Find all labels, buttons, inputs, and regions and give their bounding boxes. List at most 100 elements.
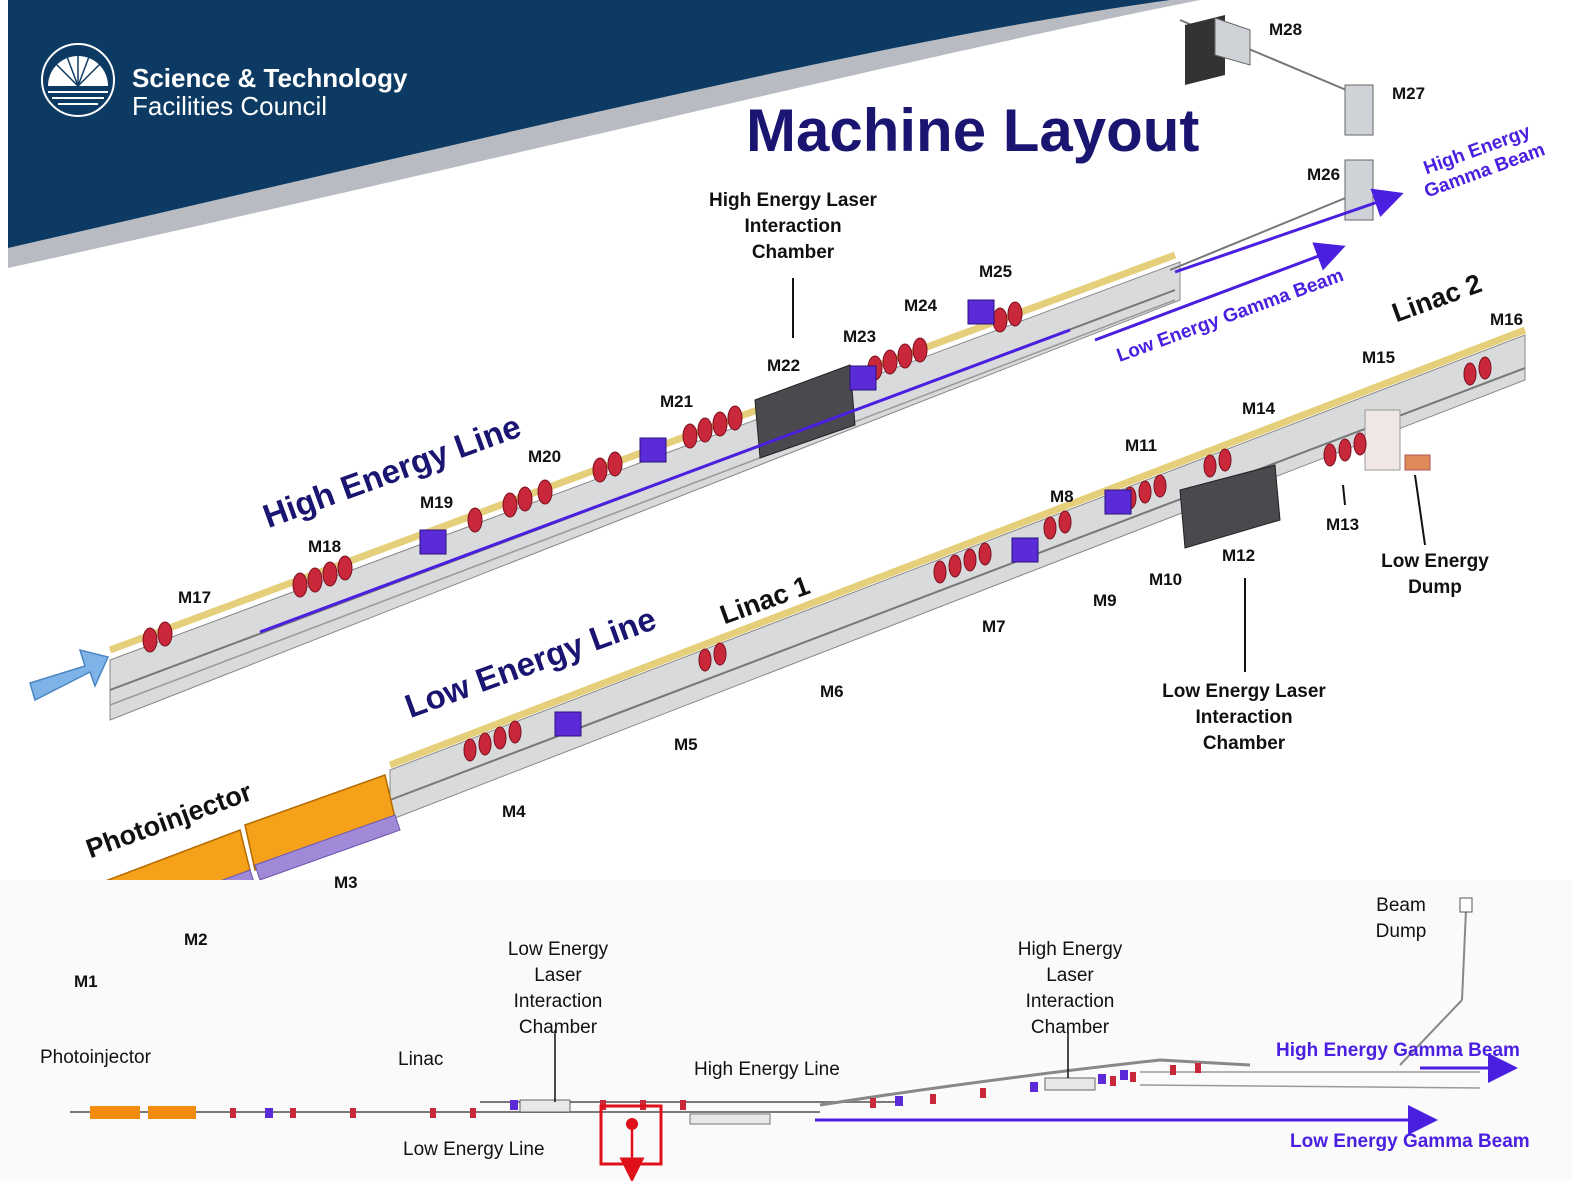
schem-le-chamber-line4: Chamber bbox=[490, 1015, 626, 1041]
he-quadrupole-magnet bbox=[713, 412, 727, 436]
m27-block bbox=[1345, 85, 1373, 135]
he-chamber-line1: High Energy Laser bbox=[693, 188, 893, 214]
he-quadrupole-magnet bbox=[503, 493, 517, 517]
schematic-dipole bbox=[265, 1108, 273, 1118]
dipole-magnet bbox=[968, 300, 994, 324]
dipole-magnet bbox=[640, 438, 666, 462]
schem-he-chamber-line4: Chamber bbox=[1002, 1015, 1138, 1041]
schem-le-chamber-label: Low Energy Laser Interaction Chamber bbox=[490, 937, 626, 1041]
le-chamber-line3: Chamber bbox=[1144, 731, 1344, 757]
le-quadrupole-magnet bbox=[934, 561, 946, 583]
module-label-m27: M27 bbox=[1392, 84, 1425, 104]
schem-photoinjector-label: Photoinjector bbox=[40, 1045, 151, 1071]
module-label-m17: M17 bbox=[178, 588, 211, 608]
he-quadrupole-magnet bbox=[993, 308, 1007, 332]
m13-leader bbox=[1343, 485, 1345, 505]
module-label-m13: M13 bbox=[1326, 515, 1359, 535]
module-label-m18: M18 bbox=[308, 537, 341, 557]
he-quadrupole-magnet bbox=[608, 452, 622, 476]
module-label-m14: M14 bbox=[1242, 399, 1275, 419]
he-quadrupole-magnet bbox=[293, 573, 307, 597]
he-quadrupole-magnet bbox=[143, 628, 157, 652]
module-label-m15: M15 bbox=[1362, 348, 1395, 368]
he-quadrupole-magnet bbox=[683, 424, 697, 448]
le-chamber-line1: Low Energy Laser bbox=[1144, 679, 1344, 705]
schem-he-chamber-label: High Energy Laser Interaction Chamber bbox=[1002, 937, 1138, 1041]
he-quadrupole-magnet bbox=[468, 508, 482, 532]
le-dump-line1: Low Energy bbox=[1368, 549, 1502, 575]
schematic-quadrupole bbox=[1130, 1072, 1136, 1082]
dipole-magnet bbox=[555, 712, 581, 736]
he-quadrupole-magnet bbox=[728, 406, 742, 430]
le-quadrupole-magnet bbox=[699, 649, 711, 671]
module-label-m28: M28 bbox=[1269, 20, 1302, 40]
le-quadrupole-magnet bbox=[1479, 357, 1491, 379]
le-quadrupole-magnet bbox=[949, 555, 961, 577]
schem-beam-dump-line2: Dump bbox=[1366, 919, 1436, 945]
schematic-dipole bbox=[1030, 1082, 1038, 1092]
schematic-quadrupole bbox=[350, 1108, 356, 1118]
module-label-m7: M7 bbox=[982, 617, 1006, 637]
he-chamber-label: High Energy Laser Interaction Chamber bbox=[693, 188, 893, 266]
he-quadrupole-magnet bbox=[698, 418, 712, 442]
le-chamber-label: Low Energy Laser Interaction Chamber bbox=[1144, 679, 1344, 757]
module-label-m19: M19 bbox=[420, 493, 453, 513]
le-quadrupole-magnet bbox=[1139, 481, 1151, 503]
he-quadrupole-magnet bbox=[883, 350, 897, 374]
he-quadrupole-magnet bbox=[518, 487, 532, 511]
dipole-magnet bbox=[1105, 490, 1131, 514]
module-label-m10: M10 bbox=[1149, 570, 1182, 590]
m28-block bbox=[1185, 15, 1250, 85]
schem-le-gamma-beam-label: Low Energy Gamma Beam bbox=[1290, 1131, 1530, 1153]
le-dump-line2: Dump bbox=[1368, 575, 1502, 601]
schematic-quadrupole bbox=[470, 1108, 476, 1118]
module-label-m21: M21 bbox=[660, 392, 693, 412]
he-chamber-line2: Interaction bbox=[693, 214, 893, 240]
module-label-m23: M23 bbox=[843, 327, 876, 347]
schem-he-chamber-line1: High Energy bbox=[1002, 937, 1138, 963]
module-label-m2: M2 bbox=[184, 930, 208, 950]
module-label-m22: M22 bbox=[767, 356, 800, 376]
le-quadrupole-magnet bbox=[464, 739, 476, 761]
schem-he-chamber-line3: Interaction bbox=[1002, 989, 1138, 1015]
he-quadrupole-magnet bbox=[158, 622, 172, 646]
he-quadrupole-magnet bbox=[1008, 302, 1022, 326]
schem-le-chamber-line1: Low Energy bbox=[490, 937, 626, 963]
he-chamber-line3: Chamber bbox=[693, 240, 893, 266]
module-label-m25: M25 bbox=[979, 262, 1012, 282]
schematic-quadrupole bbox=[1110, 1076, 1116, 1086]
module-label-m20: M20 bbox=[528, 447, 561, 467]
module-label-m24: M24 bbox=[904, 296, 937, 316]
le-quadrupole-magnet bbox=[1219, 449, 1231, 471]
le-quadrupole-magnet bbox=[1324, 444, 1336, 466]
module-label-m12: M12 bbox=[1222, 546, 1255, 566]
le-dump-label: Low Energy Dump bbox=[1368, 549, 1502, 601]
schematic-quadrupole bbox=[290, 1108, 296, 1118]
he-gamma-arrow bbox=[1175, 195, 1398, 272]
le-quadrupole-magnet bbox=[1154, 475, 1166, 497]
module-label-m16: M16 bbox=[1490, 310, 1523, 330]
schematic-quadrupole bbox=[1170, 1065, 1176, 1075]
schem-linac-label: Linac bbox=[398, 1047, 443, 1073]
schem-he-gamma-beam-label: High Energy Gamma Beam bbox=[1276, 1040, 1520, 1062]
le-quadrupole-magnet bbox=[1354, 433, 1366, 455]
module-label-m8: M8 bbox=[1050, 487, 1074, 507]
le-quadrupole-magnet bbox=[494, 727, 506, 749]
le-quadrupole-magnet bbox=[1464, 363, 1476, 385]
module-label-m3: M3 bbox=[334, 873, 358, 893]
module-label-m6: M6 bbox=[820, 682, 844, 702]
le-quadrupole-magnet bbox=[479, 733, 491, 755]
he-quadrupole-magnet bbox=[593, 458, 607, 482]
he-quadrupole-magnet bbox=[538, 480, 552, 504]
he-quadrupole-magnet bbox=[338, 556, 352, 580]
le-quadrupole-magnet bbox=[1339, 439, 1351, 461]
schem-he-chamber-line2: Laser bbox=[1002, 963, 1138, 989]
le-quadrupole-magnet bbox=[964, 549, 976, 571]
dipole-magnet bbox=[850, 366, 876, 390]
le-quadrupole-magnet bbox=[1204, 455, 1216, 477]
schematic-quadrupole bbox=[980, 1088, 986, 1098]
schem-beam-dump-line1: Beam bbox=[1366, 893, 1436, 919]
schematic-quadrupole bbox=[870, 1098, 876, 1108]
schem-le-line-label: Low Energy Line bbox=[403, 1137, 545, 1163]
